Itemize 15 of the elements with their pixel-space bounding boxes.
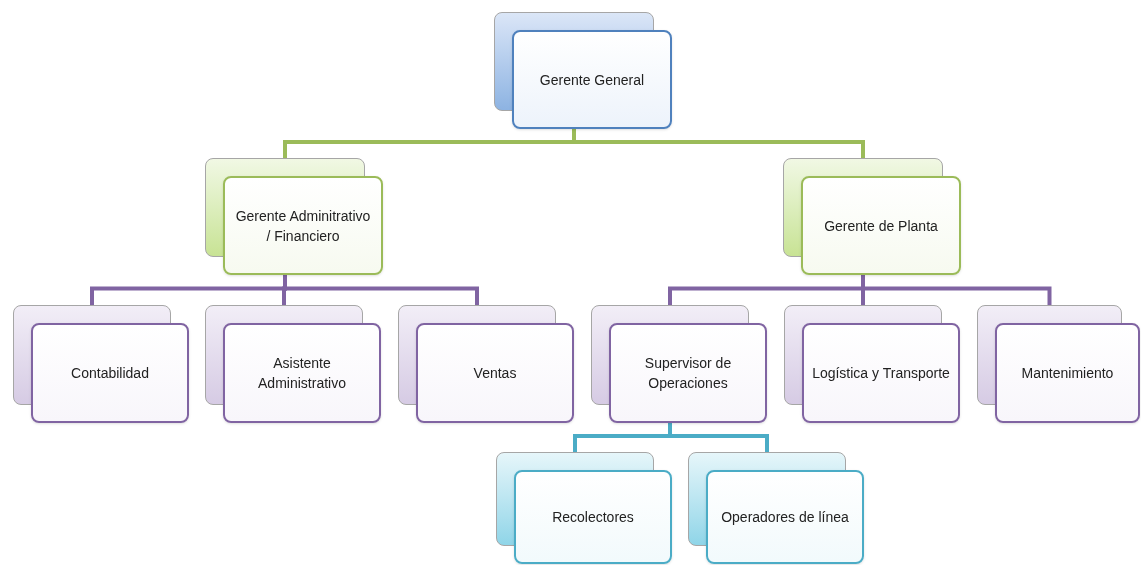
- box-label: Logística y Transporte: [812, 364, 950, 383]
- connector-line: [283, 275, 479, 305]
- connector-line: [572, 129, 865, 158]
- box-label: Ventas: [473, 364, 517, 383]
- box-label: Gerente de Planta: [824, 216, 938, 236]
- box-label: Mantenimiento: [1021, 364, 1114, 383]
- box-label: Supervisor de Operaciones: [643, 354, 733, 393]
- box-label: Gerente Adminitrativo / Financiero: [234, 206, 372, 246]
- box-label: Recolectores: [552, 508, 634, 527]
- connector-line: [861, 275, 1052, 305]
- box-label: Gerente General: [539, 70, 645, 90]
- box-label: Contabilidad: [71, 364, 149, 383]
- box-label: Asistente Administrativo: [257, 354, 347, 393]
- connector-line: [668, 423, 769, 452]
- box-label: Operadores de línea: [721, 508, 849, 527]
